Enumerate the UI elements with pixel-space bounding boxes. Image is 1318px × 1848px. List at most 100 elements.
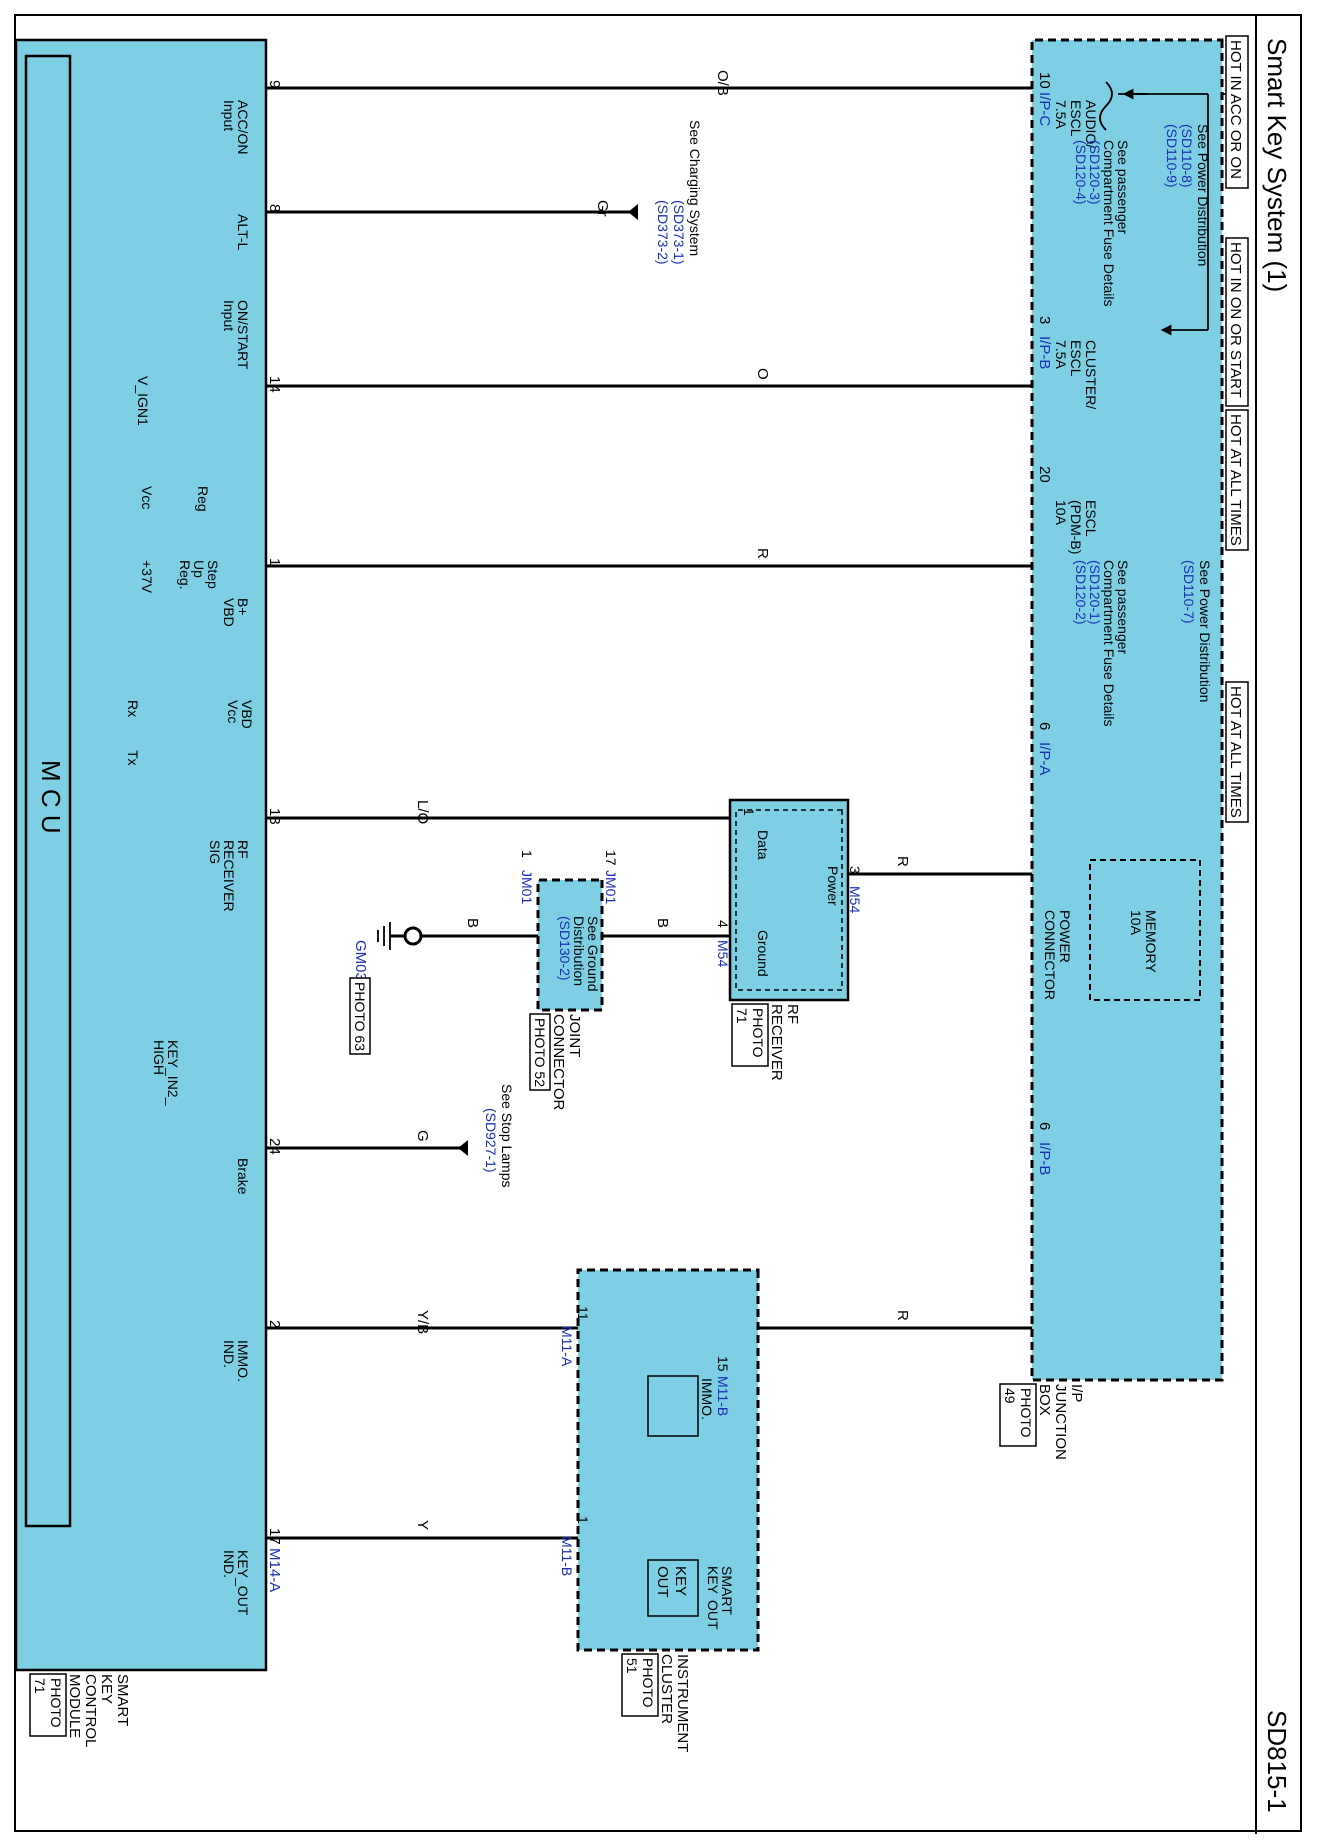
ground-gm03: GM03 xyxy=(352,940,369,981)
svg-text:Step: Step xyxy=(205,560,221,589)
svg-text:ESCL: ESCL xyxy=(1068,100,1084,137)
svg-text:OUT: OUT xyxy=(654,1566,671,1598)
svg-text:KEY_OUT: KEY_OUT xyxy=(235,1550,251,1616)
svg-text:17: 17 xyxy=(603,850,619,866)
svg-text:RECEIVER: RECEIVER xyxy=(768,1004,785,1081)
see-stop-lamps: See Stop Lamps xyxy=(499,1084,515,1188)
svg-text:VBD: VBD xyxy=(221,598,237,627)
svg-text:15: 15 xyxy=(715,1356,731,1372)
svg-text:M14-A: M14-A xyxy=(266,1548,283,1592)
svg-text:B+: B+ xyxy=(235,598,251,616)
svg-text:CLUSTER: CLUSTER xyxy=(658,1654,675,1724)
svg-text:7.5A: 7.5A xyxy=(1053,340,1069,369)
svg-text:Power: Power xyxy=(825,866,841,906)
svg-text:11: 11 xyxy=(575,1306,591,1321)
svg-text:1: 1 xyxy=(266,558,283,566)
svg-text:Compartment Fuse Details: Compartment Fuse Details xyxy=(1101,560,1117,727)
svg-text:O: O xyxy=(754,368,771,380)
wire-ground-b1: B xyxy=(602,918,730,938)
svg-text:Vcc: Vcc xyxy=(225,700,241,723)
svg-text:Y: Y xyxy=(414,1520,431,1530)
svg-text:M11-B: M11-B xyxy=(715,1376,731,1416)
svg-text:VBD: VBD xyxy=(239,700,255,729)
wire-brake: G See Stop Lamps (SD927-1) xyxy=(266,1084,515,1188)
svg-text:SIG: SIG xyxy=(207,840,223,864)
see-power-dist-2: See Power Distribution xyxy=(1197,560,1213,702)
svg-text:(SD373-2): (SD373-2) xyxy=(655,200,671,265)
svg-text:+37V: +37V xyxy=(139,560,155,594)
svg-text:IMMO.: IMMO. xyxy=(235,1340,251,1382)
joint-connector: See Ground Distribution (SD130-2) 17 JM0… xyxy=(519,850,619,1111)
svg-text:B: B xyxy=(464,918,481,928)
hot-label-all-times-1: HOT AT ALL TIMES xyxy=(1225,409,1249,551)
wire-rf-data: L/O xyxy=(266,800,730,824)
wire-cluster-power: R xyxy=(758,1310,1032,1330)
svg-text:B: B xyxy=(654,918,671,928)
svg-text:RECEIVER: RECEIVER xyxy=(221,840,237,912)
svg-text:PHOTO: PHOTO xyxy=(640,1658,656,1708)
svg-text:Up: Up xyxy=(191,560,207,578)
svg-text:IND.: IND. xyxy=(221,1550,237,1578)
svg-text:I/P-C: I/P-C xyxy=(1036,92,1053,126)
svg-text:71: 71 xyxy=(734,1008,750,1024)
svg-text:Data: Data xyxy=(755,830,771,860)
svg-text:Tx: Tx xyxy=(125,750,141,766)
svg-text:1: 1 xyxy=(519,850,535,858)
svg-text:(SD120-2): (SD120-2) xyxy=(1073,560,1089,625)
svg-text:Vcc: Vcc xyxy=(139,486,155,509)
svg-text:MODULE: MODULE xyxy=(66,1674,83,1738)
svg-text:14: 14 xyxy=(266,376,283,393)
svg-text:R: R xyxy=(894,1310,911,1321)
svg-text:Input: Input xyxy=(221,300,237,331)
svg-text:4: 4 xyxy=(715,920,731,928)
svg-text:51: 51 xyxy=(624,1658,640,1674)
ip-jb-label-1: I/P xyxy=(1068,1384,1085,1402)
wire-on-start: O xyxy=(266,368,1032,388)
svg-text:KEY: KEY xyxy=(705,1566,721,1595)
key-out-icon-line1: KEY xyxy=(672,1566,689,1596)
svg-text:RF: RF xyxy=(784,1004,801,1024)
svg-text:(SD120-3): (SD120-3) xyxy=(1087,140,1103,205)
svg-text:3: 3 xyxy=(847,866,863,874)
svg-text:2: 2 xyxy=(266,1320,283,1328)
wire-charging: Gr See Charging System (SD373-1) (SD373-… xyxy=(266,120,703,265)
see-power-dist-1: See Power Distribution xyxy=(1195,124,1211,266)
svg-text:PHOTO: PHOTO xyxy=(750,1008,766,1058)
svg-text:G: G xyxy=(414,1130,431,1142)
svg-text:71: 71 xyxy=(32,1678,48,1694)
svg-text:SMART: SMART xyxy=(114,1674,131,1726)
svg-text:10: 10 xyxy=(1036,72,1053,89)
svg-text:M11-A: M11-A xyxy=(559,1326,575,1367)
svg-text:Input: Input xyxy=(221,100,237,131)
svg-text:IND.: IND. xyxy=(221,1340,237,1368)
instrument-cluster: 15 M11-B 11 M11-A 1 M11-B IMMO. KEY OUT … xyxy=(559,1268,760,1752)
svg-text:ALT-L: ALT-L xyxy=(235,214,251,251)
svg-text:Rx: Rx xyxy=(125,700,141,717)
svg-text:See Ground: See Ground xyxy=(585,916,601,992)
svg-text:See passenger: See passenger xyxy=(1115,560,1131,655)
svg-text:M54: M54 xyxy=(847,886,863,913)
page-code: SD815-1 xyxy=(1262,1710,1292,1813)
svg-text:20: 20 xyxy=(1036,466,1053,483)
see-charging-system: See Charging System xyxy=(687,120,703,256)
svg-text:13: 13 xyxy=(266,808,283,825)
svg-text:(SD130-2): (SD130-2) xyxy=(557,916,573,981)
ip-jb-photo: PHOTO xyxy=(1018,1388,1034,1438)
svg-text:(SD120-4): (SD120-4) xyxy=(1073,140,1089,205)
svg-text:Brake: Brake xyxy=(235,1158,251,1195)
svg-text:Gr: Gr xyxy=(594,200,611,217)
fuse-memory: MEMORY xyxy=(1143,910,1159,973)
hot-label-on-start: HOT IN ON OR START xyxy=(1225,237,1249,407)
svg-text:JUNCTION: JUNCTION xyxy=(1052,1384,1069,1460)
svg-text:V_IGN1: V_IGN1 xyxy=(135,376,151,426)
svg-text:HOT AT ALL TIMES: HOT AT ALL TIMES xyxy=(1227,686,1244,818)
svg-text:JM01: JM01 xyxy=(519,870,535,904)
svg-text:17: 17 xyxy=(266,1528,283,1545)
svg-text:1: 1 xyxy=(575,1516,591,1524)
svg-text:I/P-B: I/P-B xyxy=(1036,336,1053,369)
wire-acc: O/B xyxy=(266,70,1032,96)
svg-text:6: 6 xyxy=(1036,722,1053,730)
hot-label-acc-on: HOT IN ACC OR ON xyxy=(1225,35,1249,189)
